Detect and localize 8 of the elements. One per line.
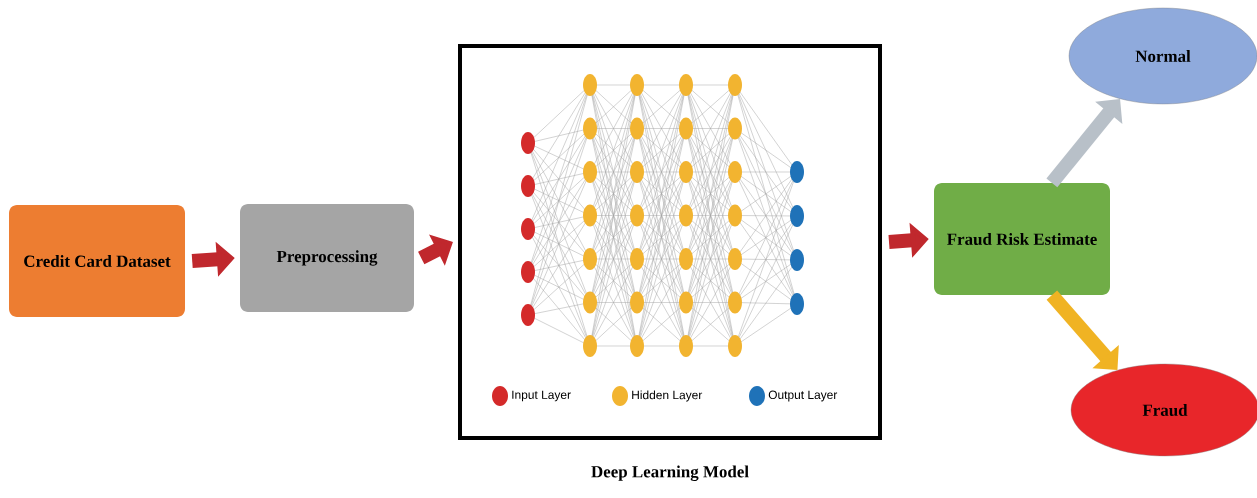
model-frame bbox=[458, 44, 882, 440]
legend-label: Input Layer bbox=[512, 390, 571, 402]
process-box: Fraud Risk Estimate bbox=[934, 183, 1110, 295]
process-box: Credit Card Dataset bbox=[9, 205, 185, 317]
legend-label: Output Layer bbox=[768, 390, 838, 402]
legend-label: Hidden Layer bbox=[632, 390, 703, 402]
panel-title: Deep Learning Model bbox=[591, 465, 749, 481]
process-box: Preprocessing bbox=[240, 204, 414, 312]
